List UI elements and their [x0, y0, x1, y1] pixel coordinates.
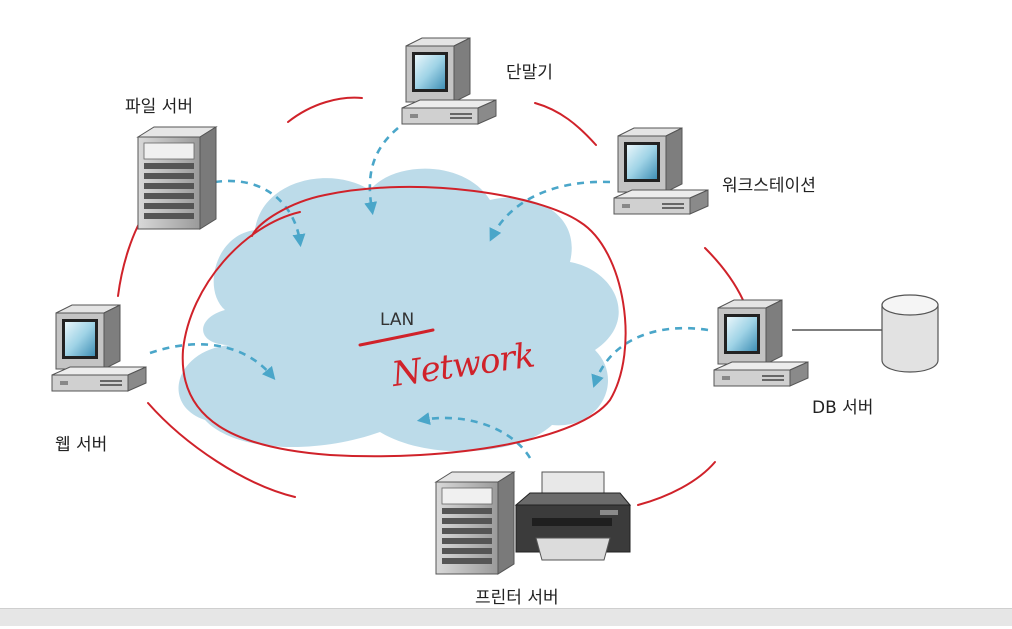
annotation-arc-right [704, 247, 744, 301]
annotation-arc-bottom-left [147, 402, 296, 498]
lan-underline [358, 328, 435, 347]
printer-server-device [435, 471, 515, 575]
file-server-device [137, 126, 217, 230]
cloud-shape [178, 168, 619, 452]
annotation-arc-bottom-right [637, 461, 716, 506]
arrow-workstation [489, 180, 611, 242]
printer-server-label: 프린터 서버 [475, 588, 559, 608]
database-cylinder [881, 294, 939, 373]
db-server-label: DB 서버 [812, 398, 874, 418]
web-server-label: 웹 서버 [55, 435, 108, 455]
arrow-file-server [214, 179, 306, 248]
workstation-device [613, 127, 709, 215]
lan-cloud [178, 168, 619, 452]
file-server-label: 파일 서버 [125, 97, 193, 117]
db-server-device [713, 299, 809, 387]
annotation-arc-top-left [287, 96, 363, 123]
arrow-db-server [591, 326, 709, 388]
annotation-arc-top-right [534, 102, 597, 146]
annotation-loop [181, 185, 627, 458]
terminal-device [401, 37, 497, 125]
arrow-printer-server [416, 412, 532, 459]
workstation-label: 워크스테이션 [722, 176, 816, 196]
connection-arrows [149, 127, 709, 459]
arrow-terminal [364, 127, 399, 216]
handwritten-annotations [117, 96, 744, 506]
printer-device [514, 471, 632, 561]
lan-label: LAN [380, 310, 415, 330]
bottom-strip [0, 608, 1012, 626]
web-server-device [51, 304, 147, 392]
arrow-web-server [149, 342, 276, 380]
terminal-label: 단말기 [506, 63, 553, 83]
